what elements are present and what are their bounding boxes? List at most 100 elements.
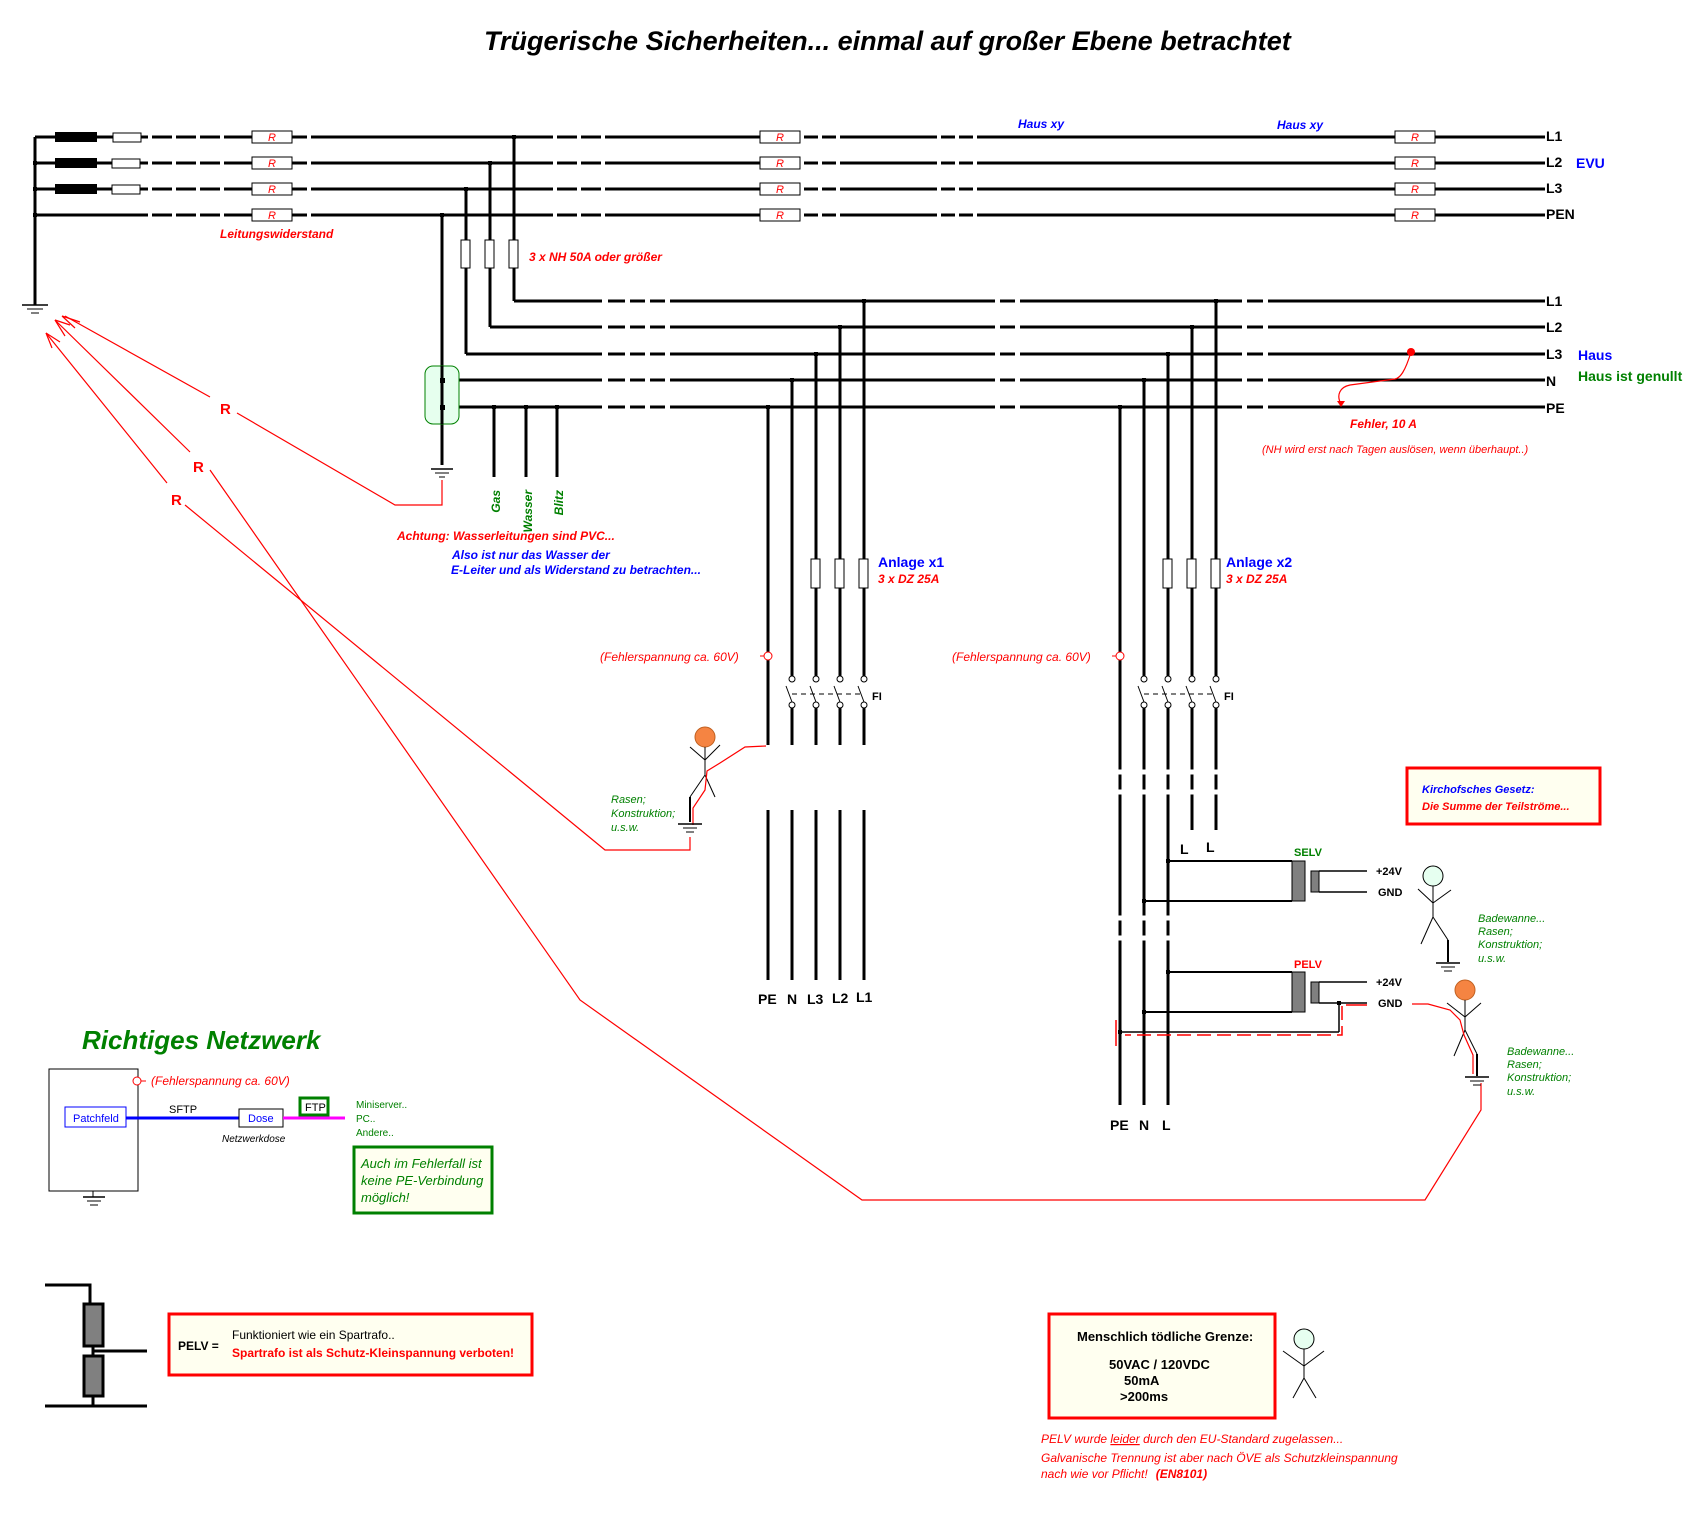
lethal-limit-note: Menschlich tödliche Grenze: 50VAC / 120V… [1047,1312,1277,1420]
main-fuse-l3 [460,239,471,269]
supply-label-pen: PEN [1546,206,1575,222]
rcd-switch-x2: FI [1137,675,1234,709]
ground-note-selv-2: Rasen; [1478,926,1513,938]
terminal-l-x2: L [1162,1117,1171,1133]
person-standing [1282,1328,1325,1399]
network-note-line3: möglich! [361,1190,410,1205]
installation2-name: Anlage x2 [1226,554,1292,570]
phase-label-1: L [1180,841,1189,857]
resistor: R [1394,208,1436,222]
network-note-line1: Auch im Fehlerfall ist [360,1156,483,1171]
network-title: Richtiges Netzwerk [82,1025,322,1055]
lethal-title: Menschlich tödliche Grenze: [1077,1329,1253,1344]
fault-voltage-marker-icon [763,651,773,661]
pelv-plus-label: +24V [1376,977,1403,989]
socket-caption: Netzwerkdose [222,1134,286,1145]
network-fault-voltage: (Fehlerspannung ca. 60V) [151,1074,290,1088]
line-resistors: R R R R R R R R R R R R [251,130,1436,222]
ground-note-selv-3: Konstruktion; [1478,939,1542,951]
lethal-current: 50mA [1124,1373,1160,1388]
transformer-winding-l2 [55,158,97,168]
main-fuse-label: 3 x NH 50A oder größer [529,250,663,264]
resistor: R [759,156,801,170]
house-xy-label-2: Haus xy [1277,118,1324,132]
page-title: Trügerische Sicherheiten... einmal auf g… [484,26,1292,56]
network-section: Richtiges Netzwerk (Fehlerspannung ca. 6… [48,1025,494,1215]
rcd-switch-x1: FI [785,675,882,709]
ground-note-selv-4: u.s.w. [1478,953,1506,965]
house-xy-label-1: Haus xy [1018,117,1065,131]
installation1-fuses: 3 x DZ 25A [878,572,939,586]
ground-note-x1-2: Konstruktion; [611,808,675,820]
house-label-l3: L3 [1546,346,1563,362]
svg-text:R: R [268,210,276,222]
selv-label: SELV [1294,847,1323,859]
house-label-l1: L1 [1546,293,1563,309]
fault-current-path [1338,351,1412,405]
device-other: Andere.. [356,1128,394,1139]
ftp-label: FTP [305,1102,326,1114]
main-fuse-l2 [484,239,495,269]
cabinet [48,1068,139,1192]
resistor-upper [82,1302,105,1348]
resistor: R [251,156,293,170]
supply-label-l3: L3 [1546,180,1563,196]
ground-note-pelv-1: Badewanne... [1507,1046,1574,1058]
ground-note-pelv-3: Konstruktion; [1507,1072,1571,1084]
earth-resistance-1: R [220,401,231,418]
phase-label-2: L [1206,839,1215,855]
socket-label: Dose [248,1113,274,1125]
ground-note-selv-1: Badewanne... [1478,913,1545,925]
svg-text:R: R [1411,184,1419,196]
pelv-note-prefix: PELV = [178,1339,219,1353]
house-label-pe: PE [1546,400,1565,416]
pelv-transformer: PELV +24V GND [1115,959,1403,1046]
main-fuse-l1 [508,239,519,269]
installation-x1: Anlage x1 3 x DZ 25A (Fehlerspannung ca.… [600,299,944,1007]
pelv-note: PELV = Funktioniert wie ein Spartrafo.. … [167,1312,534,1377]
person-head-icon [694,726,716,748]
resistor: R [251,208,293,222]
pelv-note-line2: Spartrafo ist als Schutz-Kleinspannung v… [232,1346,514,1360]
svg-text:R: R [776,184,784,196]
footer-notes: PELV wurde leider durch den EU-Standard … [1041,1432,1398,1481]
pelv-label: PELV [1294,959,1323,971]
footer-line3: nach wie vor Pflicht!(EN8101) [1041,1467,1207,1481]
supply-label-l1: L1 [1546,128,1563,144]
person-head-icon [1293,1328,1315,1350]
terminal-l2-x1: L2 [832,990,849,1006]
resistor: R [251,130,293,144]
footer-line1: PELV wurde leider durch den EU-Standard … [1041,1432,1343,1446]
kirchhoff-line2: Die Summe der Teilströme... [1422,801,1570,813]
supply-fuse-l2 [111,158,141,169]
footer-line2: Galvanische Trennung ist aber nach ÖVE a… [1041,1451,1398,1465]
pelv-note-line1: Funktioniert wie ein Spartrafo.. [232,1328,395,1342]
network-note-line2: keine PE-Verbindung [361,1173,484,1188]
selv-secondary-winding [1310,870,1320,893]
ground-note-x1-3: u.s.w. [611,822,639,834]
line-resistance-label: Leitungswiderstand [220,227,334,241]
lethal-voltage: 50VAC / 120VDC [1109,1357,1211,1372]
pvc-warning: Achtung: Wasserleitungen sind PVC... [396,529,615,543]
person-head-icon [1422,865,1444,887]
person-shocked-x1 [678,726,767,833]
rcd-label-x1: FI [872,691,882,703]
device-pc: PC.. [356,1114,375,1125]
lethal-time: >200ms [1120,1389,1168,1404]
terminal-pe-x1: PE [758,991,777,1007]
resistor: R [1394,130,1436,144]
earth-resistance-3: R [171,492,182,509]
kirchhoff-note: Kirchofsches Gesetz: Die Summe der Teils… [1405,766,1602,826]
fault-label: Fehler, 10 A [1350,417,1417,431]
terminal-l3-x1: L3 [807,991,824,1007]
installation2-fault-voltage: (Fehlerspannung ca. 60V) [952,650,1091,664]
house-connection: 3 x NH 50A oder größer L1 L2 L3 N [396,135,1683,577]
bonding-water-label: Wasser [521,489,535,533]
pelv-primary-winding [1291,971,1306,1013]
svg-text:R: R [776,210,784,222]
pelv-secondary-winding [1310,981,1320,1004]
resistor: R [759,182,801,196]
network-note-box [352,1145,494,1215]
supply-fuse-l1 [112,132,142,143]
